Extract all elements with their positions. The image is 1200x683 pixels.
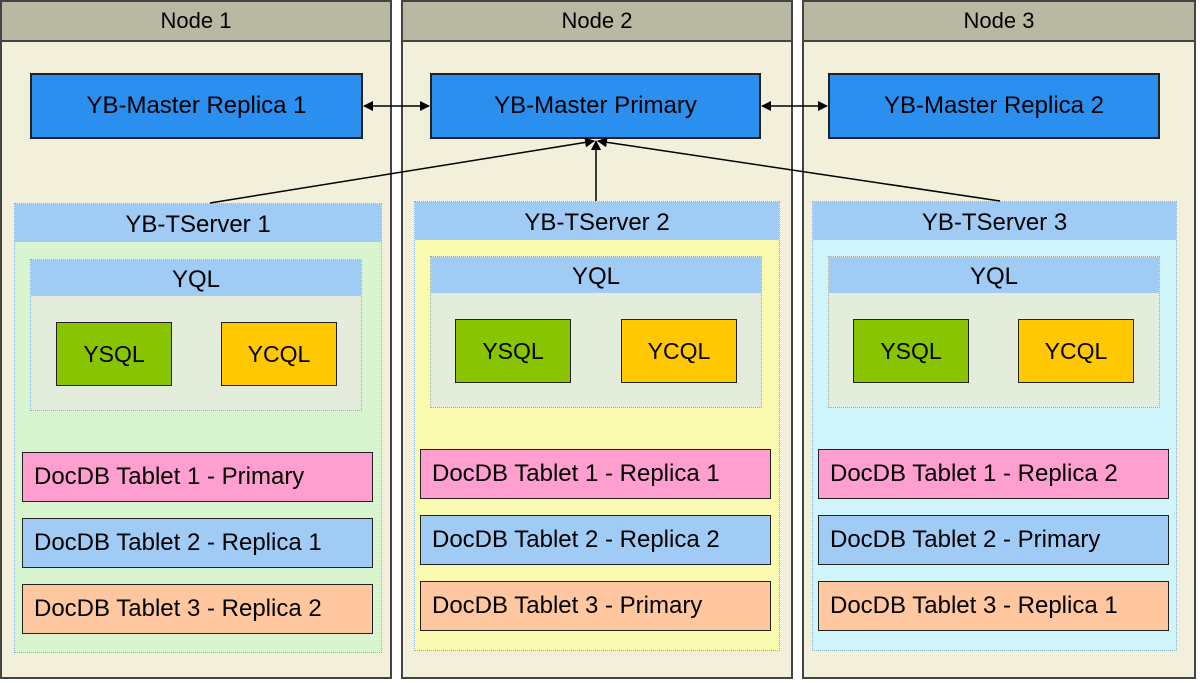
node-2-tablet-3: DocDB Tablet 3 - Primary	[420, 581, 771, 631]
node-2-tablet-1: DocDB Tablet 1 - Replica 1	[420, 449, 771, 499]
ysql-2: YSQL	[455, 319, 571, 383]
yb-tserver-3-label: YB-TServer 3	[813, 202, 1176, 240]
yb-tserver-2-label: YB-TServer 2	[415, 202, 779, 240]
node-3-tablet-2: DocDB Tablet 2 - Primary	[818, 515, 1169, 565]
ycql-3: YCQL	[1018, 319, 1134, 383]
node-1-tablet-2: DocDB Tablet 2 - Replica 1	[22, 518, 373, 568]
node-1-tablet-3: DocDB Tablet 3 - Replica 2	[22, 584, 373, 634]
yql-1-label: YQL	[31, 260, 361, 296]
node-3-title: Node 3	[804, 2, 1194, 42]
ysql-3: YSQL	[853, 319, 969, 383]
node-1-tablet-1: DocDB Tablet 1 - Primary	[22, 452, 373, 502]
node-3-tablet-3: DocDB Tablet 3 - Replica 1	[818, 581, 1169, 631]
yb-tserver-1-label: YB-TServer 1	[15, 204, 381, 242]
ycql-2: YCQL	[621, 319, 737, 383]
yql-3-label: YQL	[829, 257, 1159, 293]
ysql-1: YSQL	[56, 322, 172, 386]
yb-master-replica-1: YB-Master Replica 1	[30, 73, 363, 139]
yb-master-primary: YB-Master Primary	[430, 73, 761, 139]
yql-2-label: YQL	[431, 257, 761, 293]
node-1-title: Node 1	[2, 2, 390, 42]
node-3-tablet-1: DocDB Tablet 1 - Replica 2	[818, 449, 1169, 499]
node-2-title: Node 2	[403, 2, 791, 42]
node-2-tablet-2: DocDB Tablet 2 - Replica 2	[420, 515, 771, 565]
ycql-1: YCQL	[221, 322, 337, 386]
yb-master-replica-2: YB-Master Replica 2	[828, 73, 1160, 139]
